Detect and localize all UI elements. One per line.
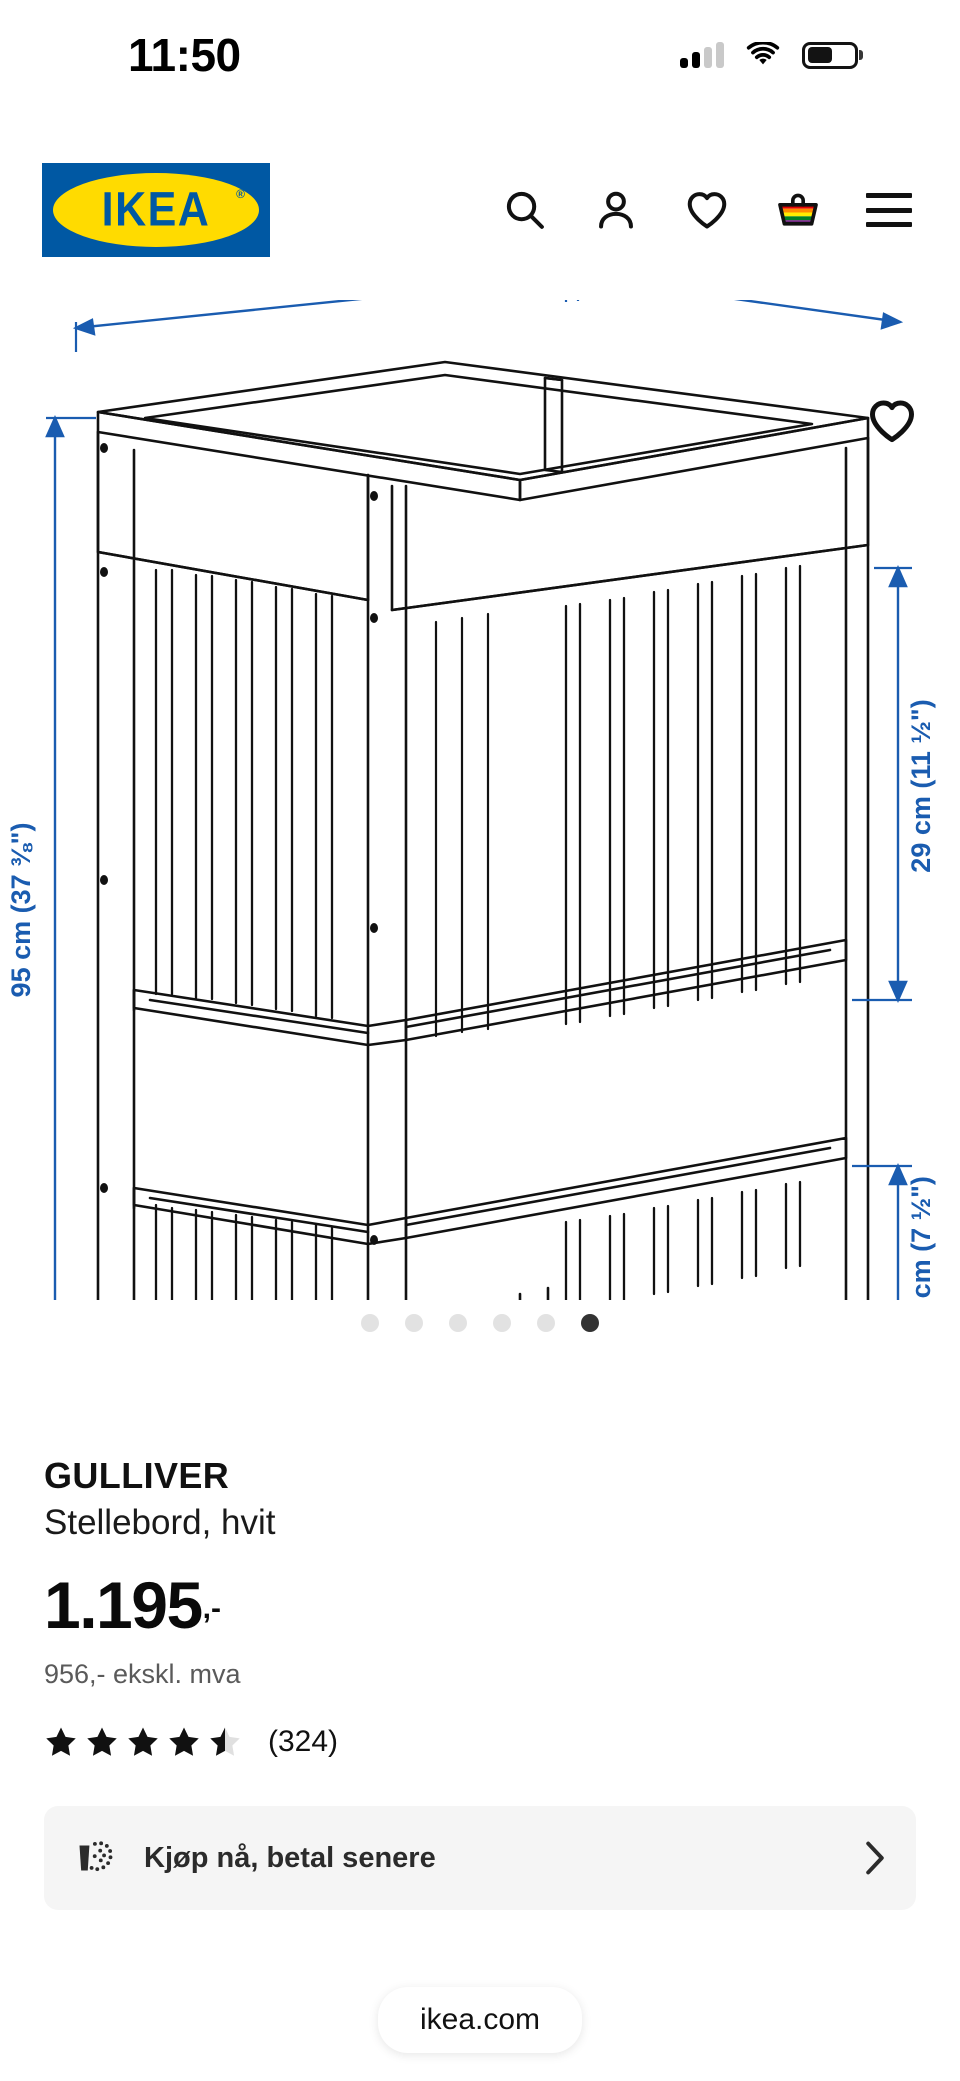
buy-now-pay-later-banner[interactable]: Kjøp nå, betal senere: [44, 1806, 916, 1910]
status-bar: 11:50: [0, 0, 960, 110]
star-half-icon: [210, 1727, 240, 1756]
rating-stars: [44, 1725, 242, 1759]
star-full-icon: [87, 1727, 117, 1756]
star-full-icon: [128, 1727, 158, 1756]
price-currency-suffix: ,-: [202, 1592, 221, 1626]
klarna-cup-icon: [79, 1841, 113, 1872]
site-header: IKEA ®: [0, 155, 960, 265]
browser-url-bar[interactable]: ikea.com: [0, 1987, 960, 2053]
review-count: (324): [268, 1724, 339, 1758]
signal-bars-icon: [680, 42, 724, 68]
chevron-right-icon[interactable]: [862, 1841, 888, 1875]
status-bar-icons: [680, 41, 858, 69]
dimension-label-height: 95 cm (37 ⅜"): [6, 823, 36, 998]
ikea-logo[interactable]: IKEA ®: [42, 163, 270, 257]
product-rating[interactable]: (324): [44, 1725, 924, 1759]
carousel-dot[interactable]: [449, 1314, 467, 1332]
dimension-label-upper-shelf: 29 cm (11 ½"): [906, 699, 936, 872]
carousel-dot[interactable]: [493, 1314, 511, 1332]
status-bar-time: 11:50: [128, 29, 241, 81]
account-icon[interactable]: [593, 187, 639, 233]
favorites-heart-icon[interactable]: [684, 187, 730, 233]
shopping-basket-icon[interactable]: [775, 187, 821, 233]
price-amount: 1.195: [44, 1568, 203, 1643]
header-actions: [502, 187, 912, 233]
carousel-dot-active[interactable]: [581, 1314, 599, 1332]
battery-icon: [802, 41, 858, 69]
ikea-logo-text: IKEA: [101, 182, 211, 237]
hamburger-menu-icon[interactable]: [866, 193, 912, 227]
product-image-carousel[interactable]: 82 cm (32 ¼") 54 cm (21 ¼") 95 cm (37 ⅜"…: [0, 300, 960, 1300]
product-info: GULLIVER Stellebord, hvit 1.195 ,- 956,-…: [44, 1455, 924, 1759]
product-dimension-drawing: 82 cm (32 ¼") 54 cm (21 ¼") 95 cm (37 ⅜"…: [6, 300, 936, 1300]
star-full-icon: [46, 1727, 76, 1756]
price-excluding-vat: 956,- ekskl. mva: [44, 1659, 241, 1690]
heart-icon[interactable]: [866, 395, 918, 447]
product-description: Stellebord, hvit: [44, 1503, 276, 1543]
ikea-logo-oval: IKEA ®: [53, 173, 259, 247]
ikea-logo-registered-mark: ®: [236, 187, 245, 201]
dimension-label-lower-shelf: 19 cm (7 ½"): [906, 1176, 936, 1300]
carousel-dots[interactable]: [0, 1314, 960, 1332]
product-brand-name: GULLIVER: [44, 1455, 230, 1496]
wifi-icon: [746, 42, 780, 65]
bnpl-label: Kjøp nå, betal senere: [144, 1841, 436, 1874]
carousel-dot[interactable]: [537, 1314, 555, 1332]
star-full-icon: [169, 1727, 199, 1756]
carousel-dot[interactable]: [361, 1314, 379, 1332]
carousel-dot[interactable]: [405, 1314, 423, 1332]
product-price: 1.195 ,-: [44, 1572, 924, 1638]
url-text[interactable]: ikea.com: [377, 1987, 583, 2053]
search-icon[interactable]: [502, 187, 548, 233]
